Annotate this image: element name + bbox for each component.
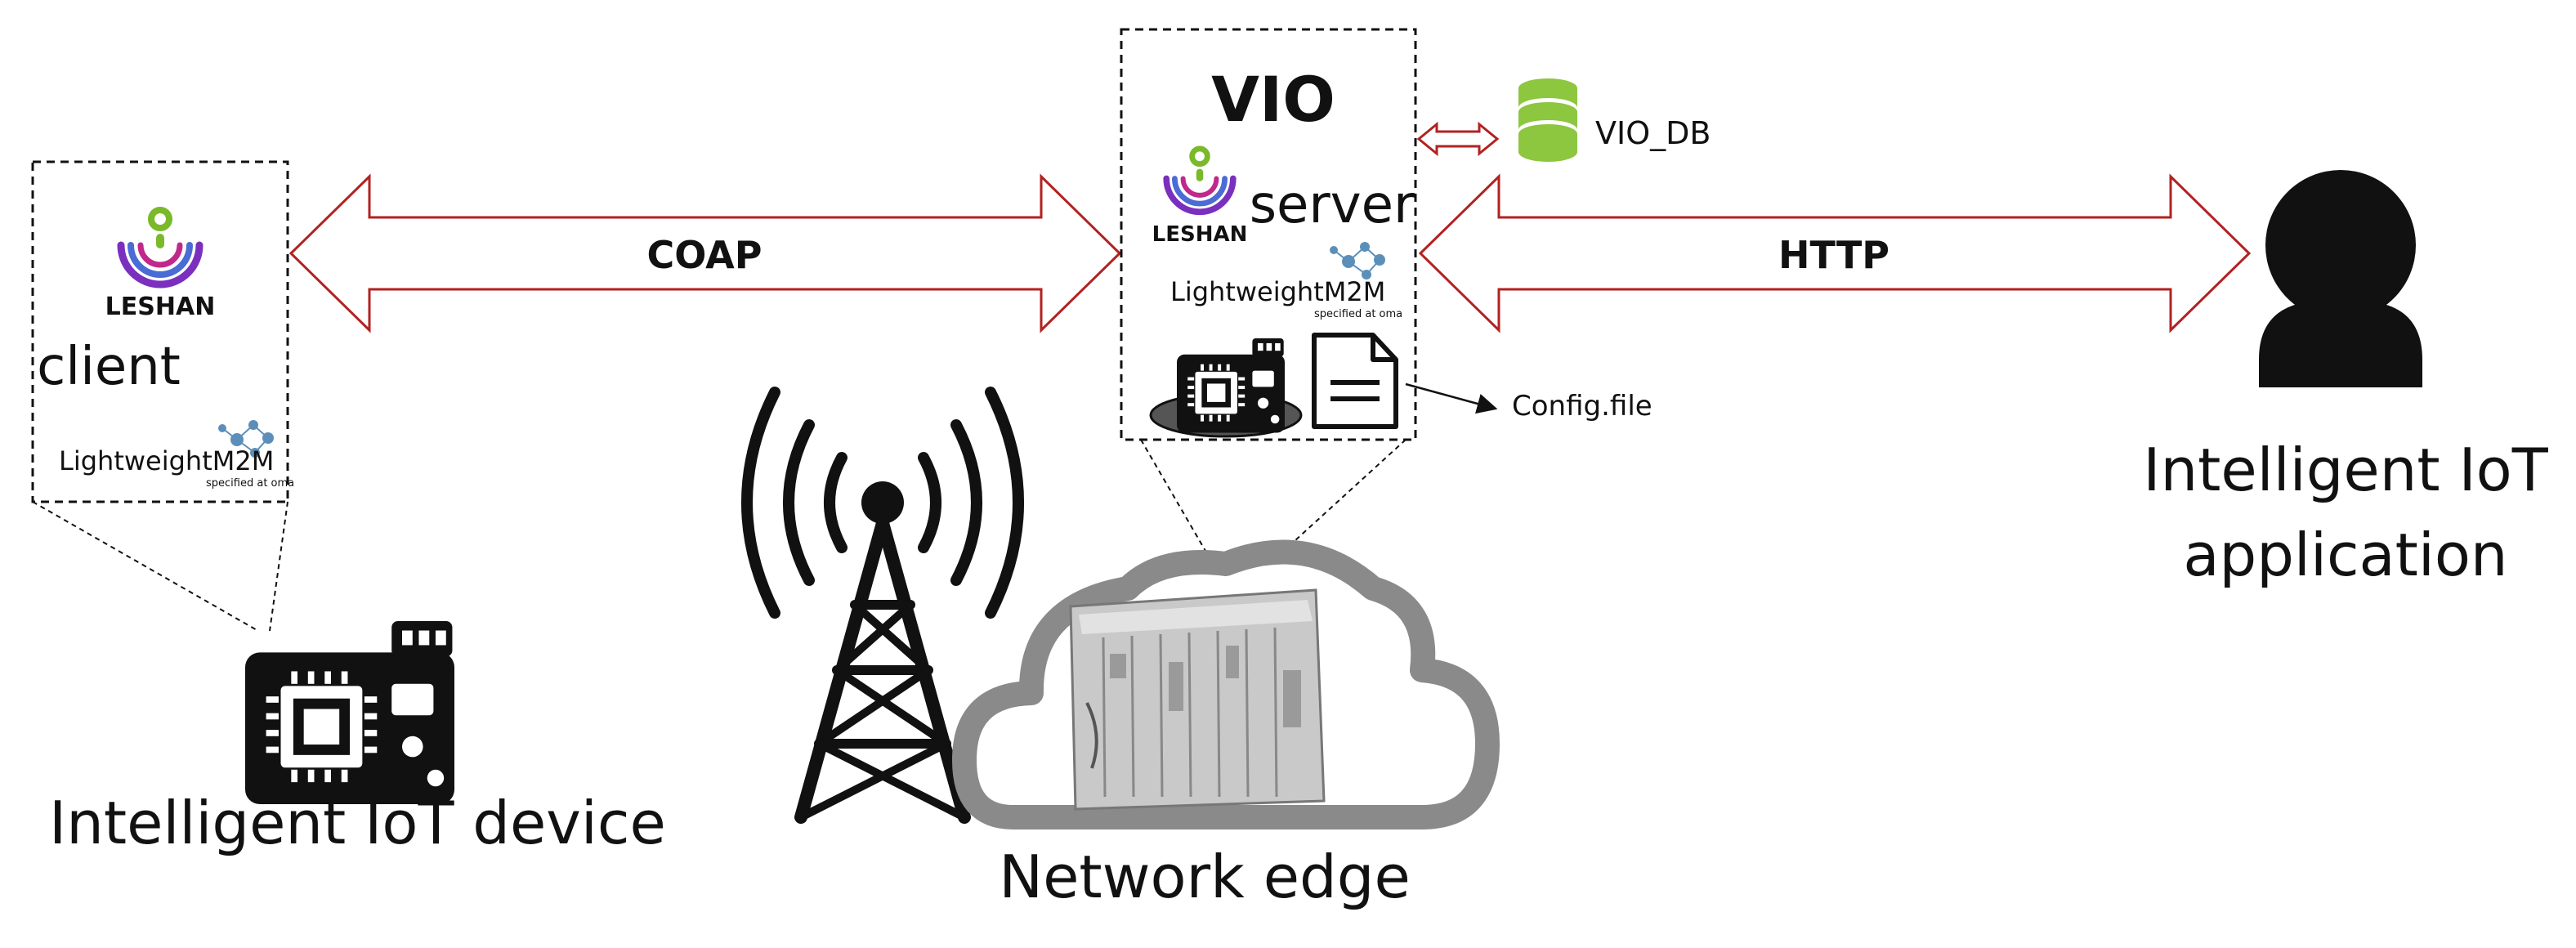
network-edge-label: Network edge	[999, 843, 1411, 911]
vio-leshan-logo-icon	[1166, 149, 1233, 212]
iot-device-label: Intelligent IoT device	[49, 789, 666, 857]
leshan-brand-text: LESHAN	[105, 293, 216, 321]
vio-lwm2m-tagline-text: specified at oma	[1314, 308, 1402, 320]
vio-lwm2m-dots-icon	[1329, 241, 1386, 280]
config-file-label: Config.file	[1512, 390, 1652, 423]
app-label-line1: Intelligent IoT	[2143, 436, 2548, 504]
client-box: LESHAN client LightweightM2M specified a…	[31, 160, 294, 503]
lwm2m-tagline-text: specified at oma	[206, 477, 294, 490]
cell-tower-icon	[741, 387, 1024, 824]
coap-double-arrow: COAP	[288, 173, 1122, 333]
db-label: VIO_DB	[1595, 115, 1711, 151]
config-pointer: Config.file	[1405, 382, 1652, 423]
leshan-logo-icon	[121, 210, 199, 284]
vio-leshan-brand-text: LESHAN	[1152, 222, 1248, 247]
vio-server-label: server	[1250, 175, 1415, 235]
config-file-icon	[1312, 333, 1398, 429]
db-link-arrow	[1416, 121, 1500, 157]
http-double-arrow: HTTP	[1418, 173, 2252, 333]
iot-device-board-icon	[245, 621, 454, 804]
app-label-line2: application	[2183, 521, 2507, 589]
server-rack-image	[1069, 588, 1326, 811]
vio-box: VIO LESHAN server LightweightM2M specifi…	[1120, 28, 1417, 441]
vio-lwm2m-brand-text: LightweightM2M	[1170, 276, 1385, 307]
coap-label: COAP	[647, 233, 763, 277]
lwm2m-brand-text: LightweightM2M	[59, 445, 274, 476]
user-avatar-icon	[2259, 170, 2422, 387]
client-leader-lines	[32, 501, 288, 632]
client-label: client	[37, 337, 181, 397]
database-icon	[1518, 78, 1577, 162]
vio-edge-device-icon	[1149, 338, 1303, 438]
vio-title: VIO	[1211, 63, 1335, 136]
http-label: HTTP	[1778, 233, 1890, 277]
